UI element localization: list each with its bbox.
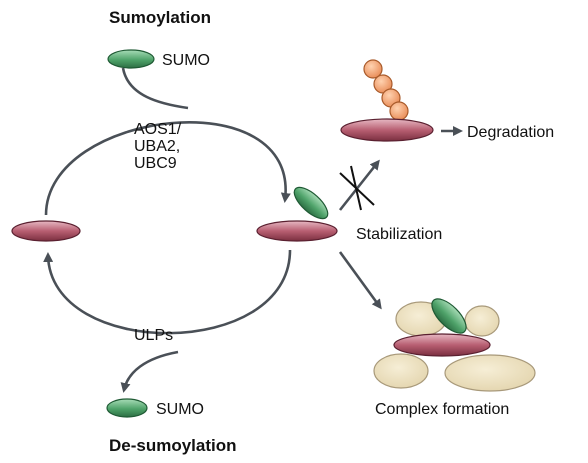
substrate-in-complex (393, 333, 491, 357)
substrate-sumoylated (256, 220, 338, 242)
block-mark-line-2 (350, 165, 362, 211)
sumoylation-arc-arrow (44, 120, 291, 216)
complex-formation-arrow (338, 251, 382, 310)
substrate-unmodified (11, 220, 81, 242)
partner-protein-top-right (464, 305, 500, 337)
ubiquitin-4 (389, 101, 409, 121)
enzymes-label-line2: UBA2, (134, 138, 180, 155)
complex-formation-label: Complex formation (375, 401, 509, 418)
ulps-label: ULPs (134, 327, 173, 344)
sumo-attached (293, 186, 329, 220)
ubiquitin-1 (363, 59, 383, 79)
enzymes-label-line3: UBC9 (134, 155, 177, 172)
stabilization-label: Stabilization (356, 226, 442, 243)
partner-protein-bottom-right (444, 354, 536, 392)
degradation-label: Degradation (467, 124, 554, 141)
sumo-protein-released (106, 398, 148, 418)
sumo-protein-incoming (107, 49, 155, 69)
degradation-pathway-arrow (338, 159, 380, 211)
de-sumoylation-arc-arrow (43, 249, 292, 335)
enzymes-label-line1: AOS1/ (134, 121, 182, 138)
de-sumoylation-heading: De-sumoylation (109, 436, 237, 455)
sumo-release-arrow (120, 350, 179, 393)
sumo-label-top: SUMO (162, 52, 210, 69)
sumo-in-complex (431, 298, 467, 334)
sumo-entry-line (121, 67, 189, 110)
substrate-ubiquitinated (340, 118, 434, 142)
partner-protein-bottom-left (373, 353, 429, 389)
sumoylation-heading: Sumoylation (109, 8, 211, 27)
sumo-label-bottom: SUMO (156, 401, 204, 418)
